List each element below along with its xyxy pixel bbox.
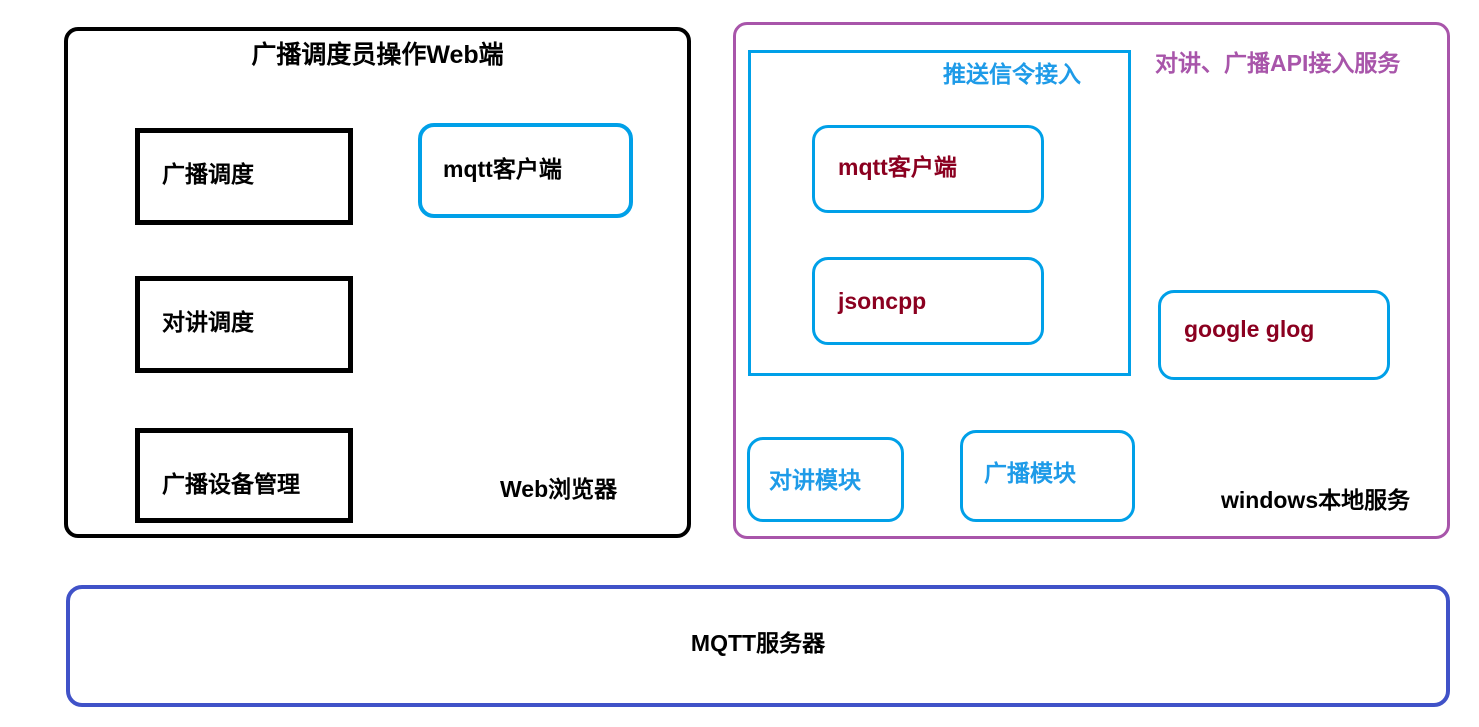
box-left-mqtt-client[interactable] (418, 123, 633, 218)
box-left-mqtt-client-label: mqtt客户端 (443, 156, 562, 182)
group-push-signaling-access (748, 50, 1131, 376)
box-broadcast-dispatch[interactable] (135, 128, 353, 225)
box-intercom-module[interactable] (747, 437, 904, 522)
left-panel-footer-label: Web浏览器 (500, 476, 618, 502)
box-jsoncpp-label: jsoncpp (838, 288, 927, 314)
box-right-mqtt-client-label: mqtt客户端 (838, 154, 957, 180)
box-intercom-dispatch[interactable] (135, 276, 353, 373)
box-google-glog[interactable] (1158, 290, 1390, 380)
left-panel-title: 广播调度员操作Web端 (251, 41, 504, 69)
right-panel-title: 对讲、广播API接入服务 (1155, 50, 1401, 76)
left-panel-web-browser (64, 27, 691, 538)
box-broadcast-module-label: 广播模块 (984, 460, 1076, 486)
box-broadcast-module[interactable] (960, 430, 1135, 522)
box-broadcast-dispatch-label: 广播调度 (162, 161, 254, 187)
group-push-signaling-access-title: 推送信令接入 (943, 61, 1081, 87)
box-broadcast-device-management-label: 广播设备管理 (162, 471, 300, 497)
box-broadcast-device-management[interactable] (135, 428, 353, 523)
box-google-glog-label: google glog (1184, 316, 1315, 342)
box-intercom-module-label: 对讲模块 (769, 467, 861, 493)
box-jsoncpp[interactable] (812, 257, 1044, 345)
right-panel-footer-label: windows本地服务 (1221, 487, 1411, 513)
right-panel-windows-service (733, 22, 1450, 539)
box-intercom-dispatch-label: 对讲调度 (162, 309, 254, 335)
bottom-panel-mqtt-server (66, 585, 1450, 707)
bottom-panel-label: MQTT服务器 (690, 630, 826, 656)
box-right-mqtt-client[interactable] (812, 125, 1044, 213)
